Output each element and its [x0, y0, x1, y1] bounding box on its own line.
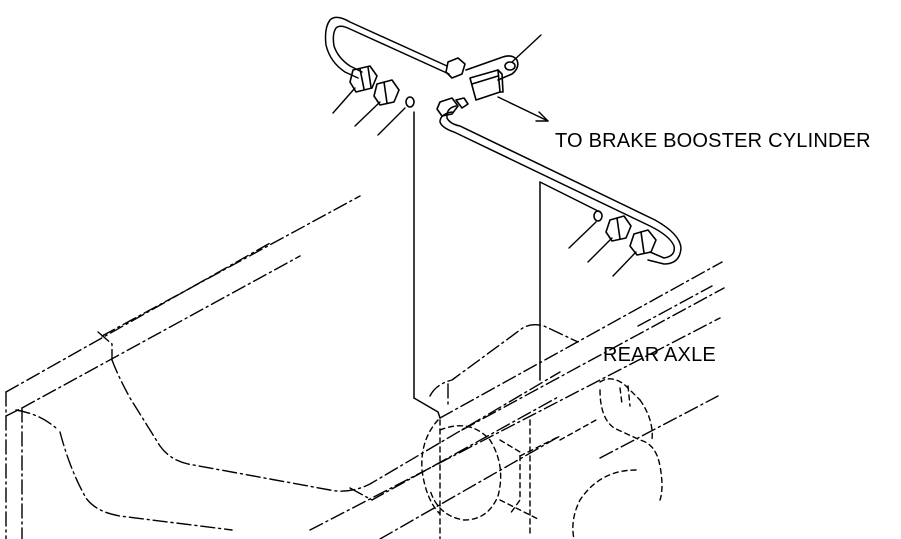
- right-fitting-nut: [629, 229, 657, 256]
- rear-axle-label: REAR AXLE: [603, 344, 716, 366]
- right-fitting-oring: [593, 210, 603, 222]
- tee-right-fitting: [436, 97, 469, 117]
- left-fitting-union: [373, 79, 400, 106]
- booster-arrow: [497, 96, 549, 122]
- tee-leader-line: [511, 34, 542, 63]
- lower-brake-tube: [439, 105, 682, 265]
- right-fitting-union: [605, 215, 632, 242]
- left-leader-lines: [332, 87, 406, 136]
- left-fitting-nut: [349, 65, 378, 93]
- upper-brake-tube: [324, 16, 450, 79]
- tee-fitting: [445, 55, 519, 101]
- chassis-frame: [5, 195, 725, 539]
- right-leader-lines: [568, 221, 637, 277]
- left-fitting-oring: [405, 96, 415, 108]
- brake-booster-label: TO BRAKE BOOSTER CYLINDER: [555, 130, 871, 152]
- vertical-routing-lines: [413, 111, 601, 419]
- rear-axle-housing: [421, 378, 663, 539]
